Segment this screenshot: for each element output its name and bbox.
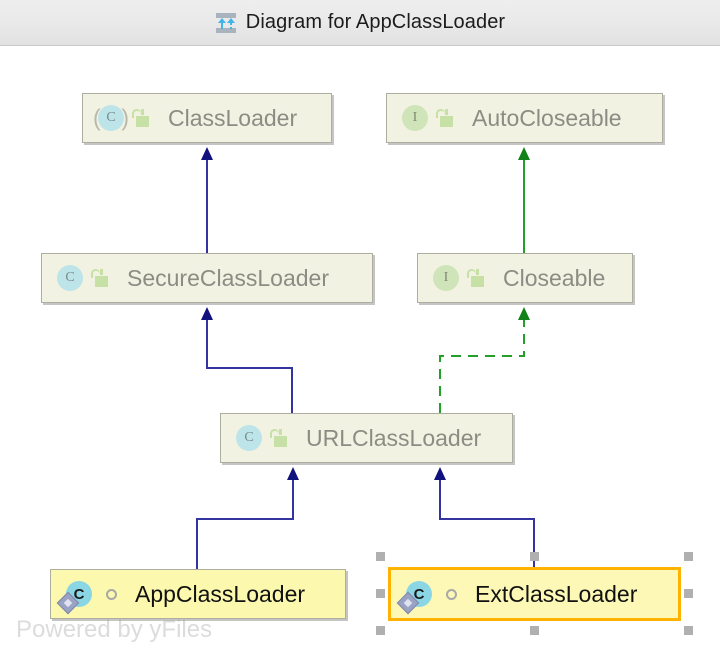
edge-urlclassloader-closeable: [439, 307, 530, 413]
interface-icon: I: [401, 104, 429, 132]
edge-extclassloader-urlclassloader: [434, 467, 535, 567]
class-node-label: ExtClassLoader: [475, 580, 638, 607]
class-icon: C: [396, 580, 433, 615]
unlocked-icon: [467, 268, 485, 288]
yfiles-watermark: Powered by yFiles: [16, 616, 213, 643]
class-icon: C: [56, 264, 84, 292]
header-content: Diagram for AppClassLoader: [215, 11, 505, 34]
selection-handle-middle-left[interactable]: [376, 589, 385, 598]
class-node-label: AppClassLoader: [135, 580, 306, 607]
class-node-classloader[interactable]: ( C ) ClassLoader: [82, 93, 332, 143]
selection-handle-top-right[interactable]: [684, 552, 693, 561]
interface-node-label: AutoCloseable: [472, 104, 622, 131]
page-title: Diagram for AppClassLoader: [245, 11, 506, 33]
selection-handle-bottom-left[interactable]: [376, 626, 385, 635]
selection-handle-middle-right[interactable]: [684, 589, 693, 598]
unlocked-icon: [436, 108, 454, 128]
class-node-urlclassloader[interactable]: C URLClassLoader: [220, 413, 513, 463]
class-node-secureclassloader[interactable]: C SecureClassLoader: [41, 253, 373, 303]
interface-node-closeable[interactable]: I Closeable: [417, 253, 633, 303]
edge-urlclassloader-secureclassloader: [201, 307, 293, 413]
interface-icon: I: [432, 264, 460, 292]
class-node-extclassloader[interactable]: C ExtClassLoader: [388, 567, 681, 621]
diagram-header-bar: Diagram for AppClassLoader: [0, 0, 720, 46]
ring-icon: [446, 588, 457, 600]
class-node-label: ClassLoader: [168, 104, 298, 131]
selection-handle-bottom-right[interactable]: [684, 626, 693, 635]
interface-node-autocloseable[interactable]: I AutoCloseable: [386, 93, 663, 143]
class-icon: C: [235, 424, 263, 452]
unlocked-icon: [270, 428, 288, 448]
selection-handle-top-left[interactable]: [376, 552, 385, 561]
selection-handle-bottom-center[interactable]: [530, 626, 539, 635]
diagram-icon: [215, 12, 237, 34]
unlocked-icon: [91, 268, 109, 288]
interface-node-label: Closeable: [503, 264, 606, 291]
diagram-canvas[interactable]: Powered by yFiles ( C ) ClassLoader I Au…: [0, 46, 720, 660]
class-icon: C: [56, 580, 93, 615]
unlocked-icon: [132, 108, 150, 128]
class-node-label: SecureClassLoader: [127, 264, 330, 291]
class-node-appclassloader[interactable]: C AppClassLoader: [50, 569, 346, 619]
ring-icon: [106, 588, 117, 600]
class-node-label: URLClassLoader: [306, 424, 482, 451]
abstract-class-icon: ( C ): [93, 104, 129, 131]
edge-appclassloader-urlclassloader: [196, 467, 299, 569]
selection-handle-top-center[interactable]: [530, 552, 539, 561]
